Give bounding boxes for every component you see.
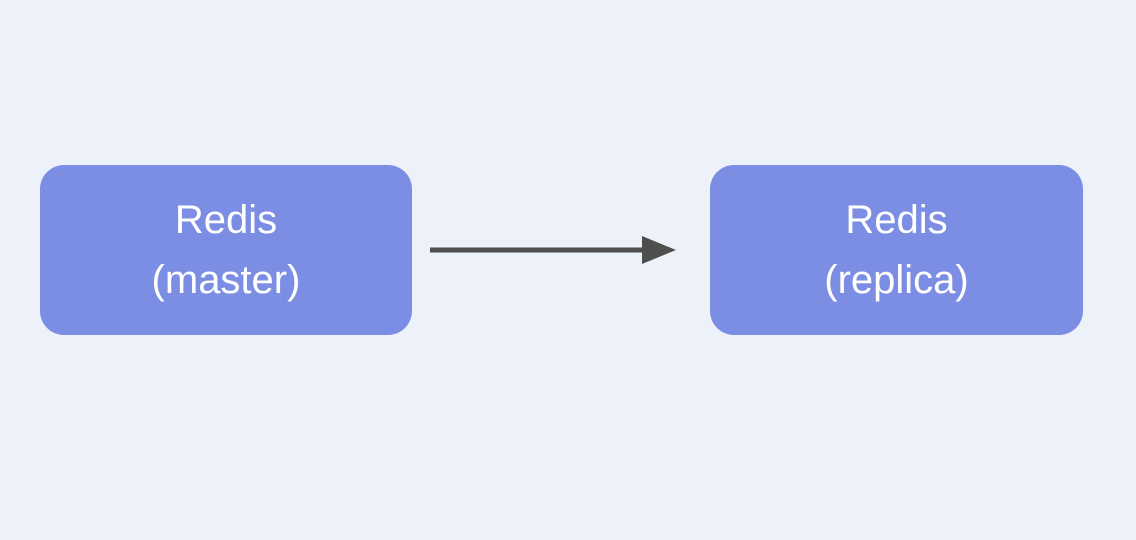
node-redis-master-line2: (master) [151, 258, 301, 302]
node-redis-replica-line1: Redis [845, 198, 948, 242]
replication-arrow [430, 236, 676, 264]
node-redis-master: Redis (master) [40, 165, 412, 335]
node-redis-replica-line2: (replica) [824, 258, 969, 302]
arrowhead-icon [642, 236, 676, 264]
node-redis-replica: Redis (replica) [710, 165, 1083, 335]
node-redis-master-line1: Redis [174, 198, 278, 242]
